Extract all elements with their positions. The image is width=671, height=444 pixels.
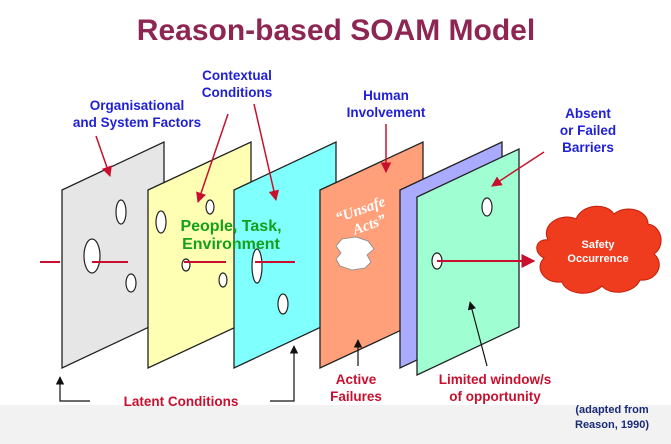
people-task-label: People, Task, bbox=[180, 218, 281, 235]
citation-label: (adapted from bbox=[575, 404, 649, 416]
hole bbox=[125, 273, 137, 293]
hole bbox=[181, 258, 191, 272]
hole bbox=[205, 199, 215, 215]
pointer-arrow bbox=[253, 103, 280, 202]
contextual-label: Conditions bbox=[202, 85, 273, 100]
page-title: Reason-based SOAM Model bbox=[137, 14, 535, 47]
safety-label-line: Safety bbox=[581, 239, 615, 251]
pointer-arrow bbox=[196, 113, 229, 203]
hole bbox=[155, 210, 167, 234]
contextual-label: Contextual bbox=[202, 68, 272, 83]
barriers-label: Absent bbox=[565, 106, 611, 121]
active-failures-label: Failures bbox=[330, 389, 382, 404]
pointer-arrow bbox=[491, 151, 545, 187]
hole bbox=[83, 238, 101, 274]
hole bbox=[277, 293, 289, 315]
latent-conditions-bracket bbox=[55, 345, 299, 402]
hole bbox=[218, 272, 228, 288]
slice-organisational bbox=[61, 140, 165, 370]
limited-window-label: of opportunity bbox=[449, 389, 541, 404]
unsafe-acts-hole bbox=[335, 236, 375, 271]
barriers-label: Barriers bbox=[562, 140, 614, 155]
limited-window-label: Limited window/s bbox=[439, 372, 552, 387]
barriers-label: or Failed bbox=[560, 123, 616, 138]
safety-label-line: Occurrence bbox=[567, 253, 628, 265]
citation-label: Reason, 1990) bbox=[575, 419, 649, 431]
bottom-band bbox=[0, 405, 671, 444]
people-task-label: Environment bbox=[182, 236, 280, 253]
hole bbox=[251, 248, 263, 284]
limited-window-arrow bbox=[467, 301, 488, 367]
org-factors-label: and System Factors bbox=[73, 115, 201, 130]
safety-occurrence-cloud: Safety Occurrence bbox=[536, 205, 662, 294]
human-label: Involvement bbox=[347, 105, 426, 120]
hole bbox=[481, 197, 493, 217]
slice-unsafe-acts bbox=[319, 140, 424, 370]
org-factors-label: Organisational bbox=[90, 98, 185, 113]
human-label: Human bbox=[363, 88, 409, 103]
active-failures-label: Active bbox=[336, 372, 377, 387]
pointer-arrows bbox=[95, 103, 545, 203]
accident-trajectory bbox=[92, 254, 536, 268]
pointer-arrow bbox=[95, 135, 112, 177]
hole bbox=[115, 199, 127, 225]
latent-conditions-label: Latent Conditions bbox=[124, 394, 239, 409]
